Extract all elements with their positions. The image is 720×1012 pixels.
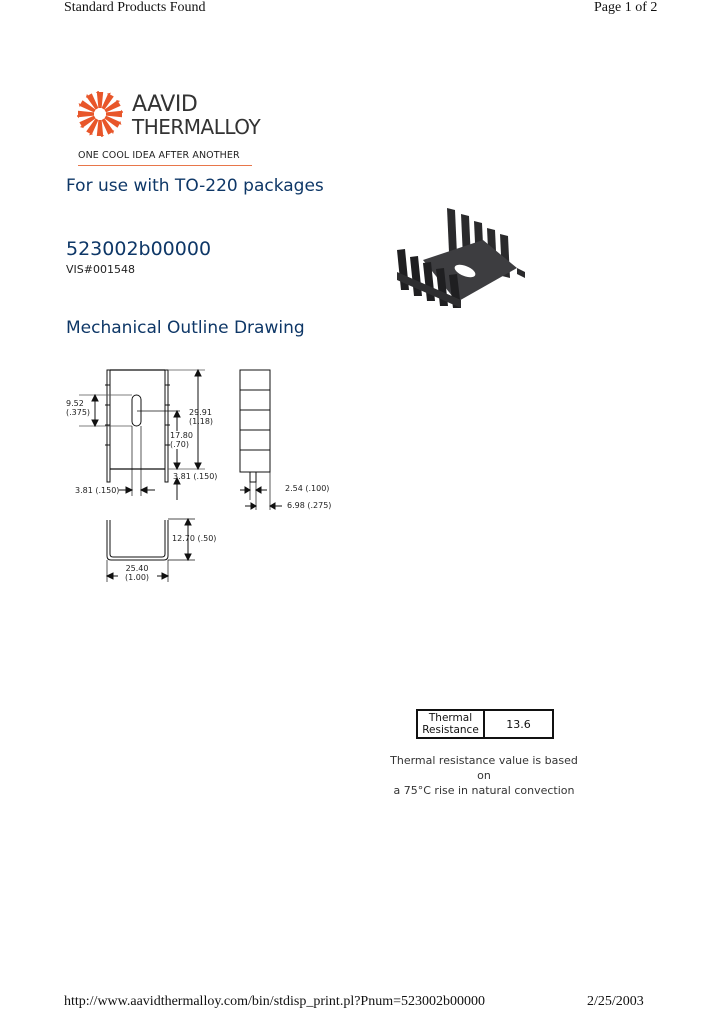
print-header-title: Standard Products Found — [64, 0, 206, 15]
heatsink-product-photo — [385, 200, 530, 310]
logo-tagline: ONE COOL IDEA AFTER ANOTHER — [78, 150, 240, 161]
dim-bottom-offset: 3.81 (.150) — [173, 472, 218, 481]
dim-slot-center: 17.80(.70) — [170, 431, 193, 449]
dim-slot-width: 3.81 (.150) — [75, 486, 120, 495]
thermal-resistance-value: 13.6 — [483, 709, 554, 739]
print-header-page: Page 1 of 2 — [594, 0, 658, 15]
drawing-heading: Mechanical Outline Drawing — [66, 318, 305, 338]
print-footer-url: http://www.aavidthermalloy.com/bin/stdis… — [64, 994, 485, 1009]
logo-underline — [78, 165, 252, 166]
logo-wordmark-line2: THERMALLOY — [132, 115, 261, 139]
dim-u-width: 25.40(1.00) — [125, 564, 150, 582]
part-number: 523002b00000 — [66, 238, 212, 260]
dim-slot-height: 9.52(.375) — [66, 399, 91, 417]
vis-number: VIS#001548 — [66, 263, 135, 276]
print-footer-date: 2/25/2003 — [587, 994, 644, 1009]
mechanical-outline-drawing: 9.52(.375) 29.91(1.18) 17.80(.70) 3.81 (… — [55, 360, 345, 590]
dim-depth: 6.98 (.275) — [287, 501, 332, 510]
product-heading: For use with TO-220 packages — [66, 176, 324, 196]
dim-tab-width: 2.54 (.100) — [285, 484, 330, 493]
aavid-sunburst-logo-icon — [76, 90, 124, 138]
logo-wordmark-line1: AAVID — [132, 92, 198, 117]
dim-total-height: 29.91(1.18) — [189, 408, 214, 426]
dim-u-height: 12.70 (.50) — [172, 534, 217, 543]
